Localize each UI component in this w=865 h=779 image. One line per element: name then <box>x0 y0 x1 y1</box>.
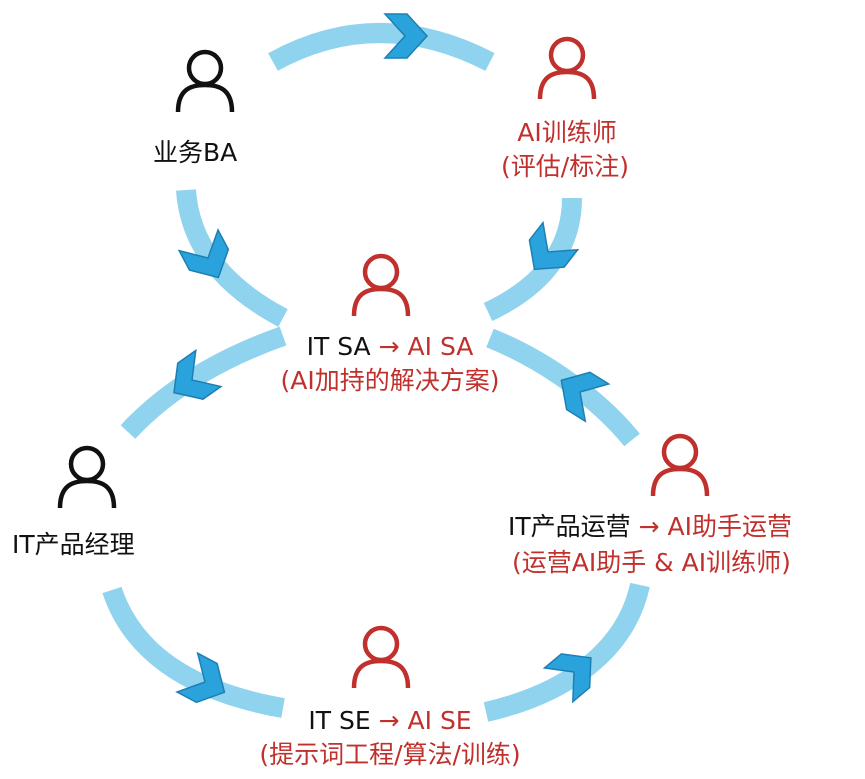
arc-ba-to-sa <box>176 189 288 327</box>
it-pm-person-icon <box>52 442 122 512</box>
arrowhead-ops-to-sa <box>560 371 611 423</box>
se-sublabel: (提示词工程/算法/训练) <box>259 740 521 769</box>
arc-ba-to-trainer <box>268 23 495 71</box>
business-ba-person-icon <box>170 46 240 116</box>
ops-transition-arrow: → <box>638 512 660 541</box>
sa-from: IT SA <box>306 332 371 361</box>
arrowhead-pm-to-se <box>175 651 226 704</box>
person-icon <box>175 49 235 113</box>
se-person-icon <box>346 622 416 692</box>
arrowhead-ba-to-trainer <box>383 13 429 59</box>
se-to: AI SE <box>407 706 472 735</box>
ops-to: AI助手运营 <box>667 512 792 541</box>
ops-role-line: IT产品运营 → AI助手运营 <box>508 510 792 543</box>
ai-trainer-person-icon <box>532 33 602 103</box>
person-icon <box>351 625 411 689</box>
person-icon <box>57 445 117 509</box>
arc-sa-to-pm <box>120 326 287 439</box>
se-role-line: IT SE → AI SE <box>250 704 530 737</box>
arrowhead-sa-to-pm <box>173 348 223 400</box>
arrowhead-group <box>173 13 611 704</box>
sa-sublabel: (AI加持的解决方案) <box>280 366 500 395</box>
arc-se-to-ops <box>483 582 650 722</box>
arrowhead-ba-to-sa <box>177 228 230 279</box>
arrowhead-trainer-to-sa <box>528 220 580 271</box>
ops-sublabel: (运营AI助手 & AI训练师) <box>512 548 791 577</box>
ai-trainer-sublabel: (评估/标注) <box>501 152 629 181</box>
person-icon <box>351 253 411 317</box>
se-transition-arrow: → <box>378 706 400 735</box>
se-from: IT SE <box>308 706 371 735</box>
ops-person-icon <box>645 430 715 500</box>
arc-pm-to-se <box>102 586 285 718</box>
business-ba-label: 业务BA <box>153 138 238 167</box>
ai-trainer-label: AI训练师 <box>517 118 617 147</box>
ops-from: IT产品运营 <box>508 512 631 541</box>
it-pm-label: IT产品经理 <box>12 530 135 559</box>
arrowhead-se-to-ops <box>542 653 592 704</box>
sa-person-icon <box>346 250 416 320</box>
sa-transition-arrow: → <box>378 332 400 361</box>
sa-to: AI SA <box>407 332 474 361</box>
person-icon <box>537 36 597 100</box>
person-icon <box>650 433 710 497</box>
sa-role-line: IT SA → AI SA <box>250 330 530 363</box>
